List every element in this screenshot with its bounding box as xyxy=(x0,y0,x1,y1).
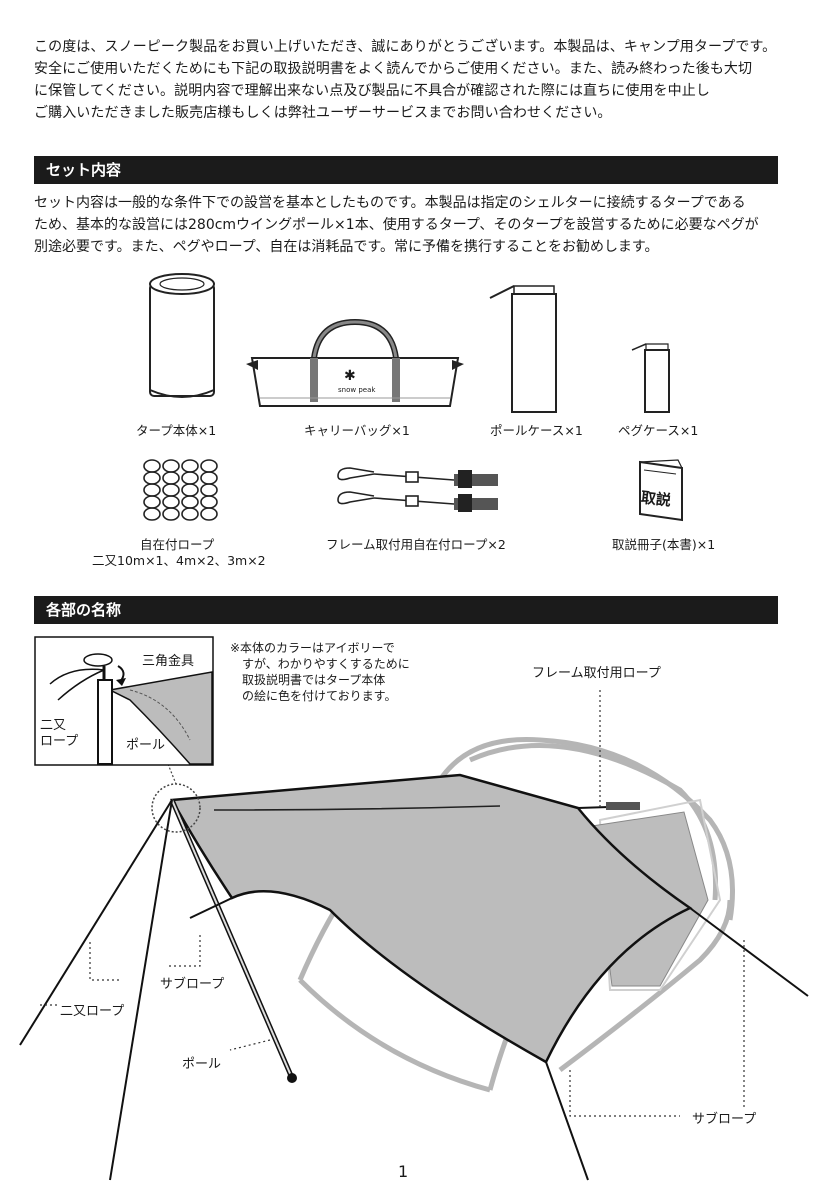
peg-case-illustration xyxy=(631,343,670,413)
caption-manual: 取説冊子(本書)×1 xyxy=(612,537,716,552)
caption-tarp: タープ本体×1 xyxy=(136,423,217,438)
label-sub-rope-bottom: サブロープ xyxy=(690,1108,759,1127)
label-sub-rope-left: サブロープ xyxy=(158,973,227,992)
tarp-roll-illustration xyxy=(149,273,215,398)
label-fork-rope: 二又ロープ xyxy=(58,1000,127,1019)
caption-ropes-detail: 二又10m×1、4m×2、3m×2 xyxy=(92,553,266,568)
bag-logo-mark: ✱ xyxy=(344,368,356,384)
note-line: すが、わかりやすくするために xyxy=(242,657,410,671)
intro-line: この度は、スノーピーク製品をお買い上げいただき、誠にありがとうございます。本製品… xyxy=(34,39,777,55)
frame-ropes-illustration xyxy=(337,467,498,512)
note-line: 取扱説明書ではタープ本体 xyxy=(242,673,386,687)
set-contents-text: セット内容は一般的な条件下での設営を基本としたものです。本製品は指定のシェルター… xyxy=(34,192,794,258)
manual-booklet-illustration xyxy=(639,459,683,522)
label-pole: ポール xyxy=(180,1053,224,1072)
rope-bundles-illustration xyxy=(143,459,218,521)
intro-line: ご購入いただきました販売店様もしくは弊社ユーザーサービスまでお問い合わせください… xyxy=(34,105,612,121)
label-inset-fork-rope: 二又 ロープ xyxy=(40,718,79,749)
set-text-line: セット内容は一般的な条件下での設営を基本としたものです。本製品は指定のシェルター… xyxy=(34,195,746,211)
label-inset-pole: ポール xyxy=(126,738,166,753)
parts-heading: 各部の名称 xyxy=(34,596,778,624)
label-triangle-fitting: 三角金具 xyxy=(142,654,195,669)
intro-paragraph: この度は、スノーピーク製品をお買い上げいただき、誠にありがとうございます。本製品… xyxy=(34,36,794,124)
pole-case-illustration xyxy=(489,285,557,413)
carry-bag-illustration xyxy=(246,318,464,407)
caption-peg-case: ペグケース×1 xyxy=(618,423,699,438)
color-note: ※本体のカラーはアイボリーで すが、わかりやすくするために 取扱説明書ではタープ… xyxy=(230,640,410,704)
intro-line: に保管してください。説明内容で理解出来ない点及び製品に不具合が確認された際には直… xyxy=(34,83,710,99)
caption-ropes: 自在付ロープ xyxy=(140,537,215,552)
caption-frame-ropes: フレーム取付用自在付ロープ×2 xyxy=(326,537,506,552)
bag-logo-text: snow peak xyxy=(338,386,376,394)
intro-line: 安全にご使用いただくためにも下記の取扱説明書をよく読んでからご使用ください。また… xyxy=(34,61,753,77)
note-line: の絵に色を付けております。 xyxy=(242,689,397,703)
note-line: ※本体のカラーはアイボリーで xyxy=(230,641,395,655)
caption-pole-case: ポールケース×1 xyxy=(490,423,583,438)
set-contents-heading: セット内容 xyxy=(34,156,778,184)
caption-carry-bag: キャリーバッグ×1 xyxy=(304,423,410,438)
label-frame-rope: フレーム取付用ロープ xyxy=(530,662,663,681)
set-text-line: ため、基本的な設営には280cmウイングポール×1本、使用するタープ、そのタープ… xyxy=(34,217,759,233)
set-text-line: 別途必要です。また、ペグやロープ、自在は消耗品です。常に予備を携行することをお勧… xyxy=(34,239,659,255)
page-number: 1 xyxy=(398,1162,409,1181)
tarp-body xyxy=(169,773,693,1064)
